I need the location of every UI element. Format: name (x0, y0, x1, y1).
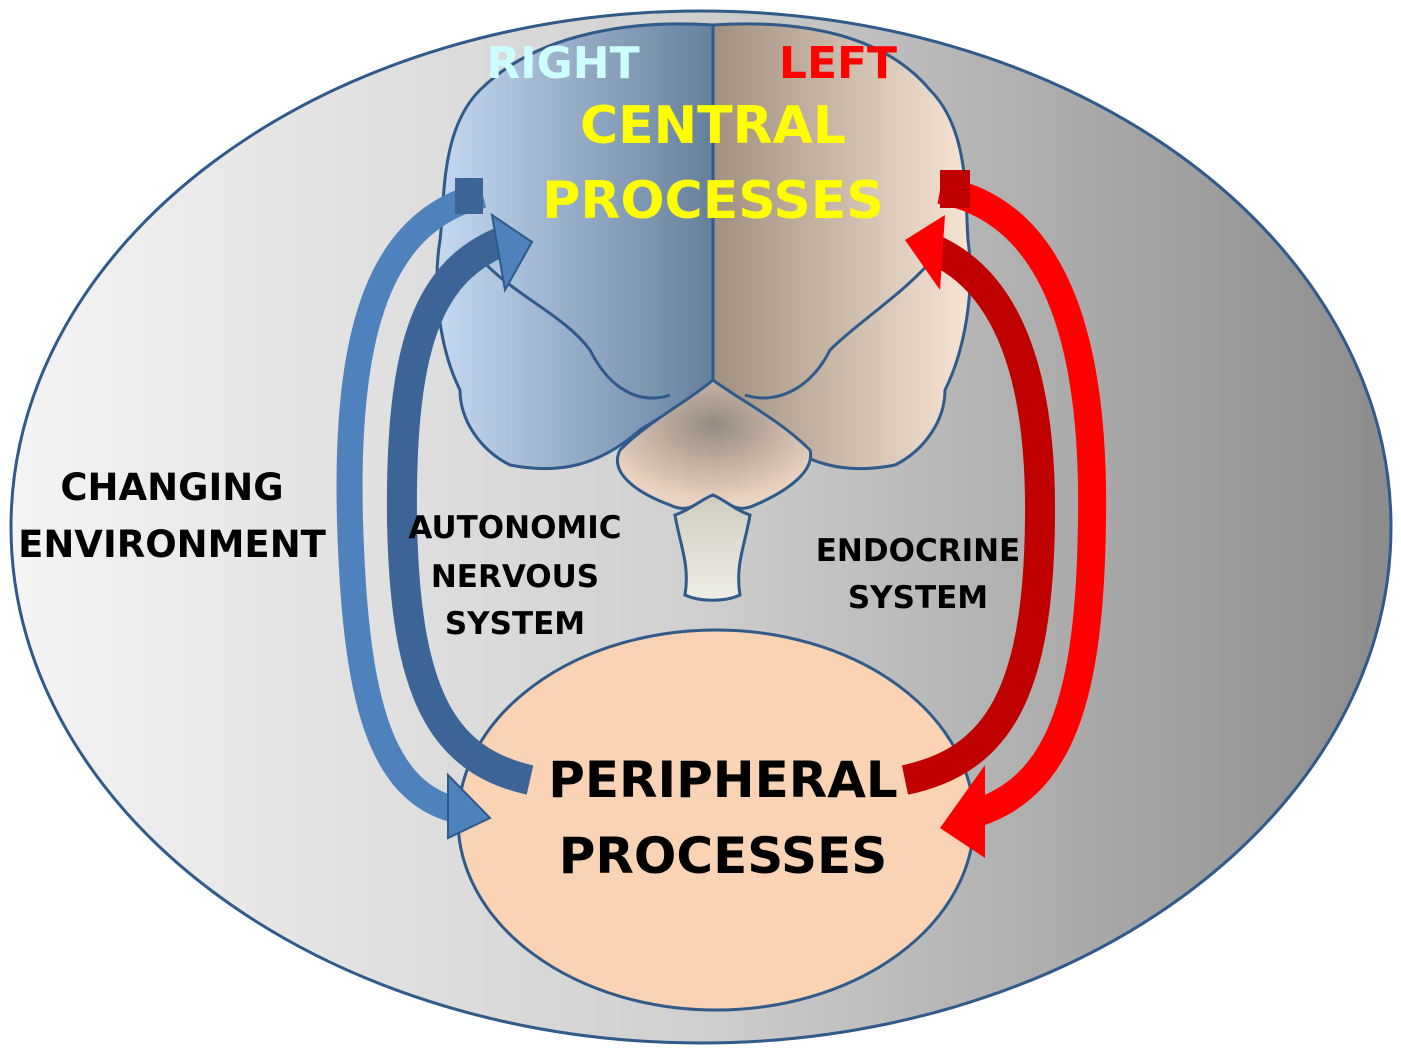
autonomic-arrow-descending (336, 182, 487, 823)
spinal-cord (673, 493, 752, 602)
peripheral-processes-line2: PROCESSES (559, 827, 887, 885)
central-processes-line1: CENTRAL (580, 96, 846, 156)
endocrine-arrow-tail-brain (940, 170, 970, 208)
autonomic-arrowhead-peripheral (447, 772, 492, 840)
right-temporal-lobe-outline (468, 244, 671, 400)
endocrine-label-line2: SYSTEM (848, 580, 988, 616)
endocrine-arrowhead-brain (905, 215, 945, 290)
brain (435, 22, 972, 602)
endocrine-arrowhead-peripheral (940, 765, 985, 858)
autonomic-arrowhead-brain (490, 212, 534, 293)
peripheral-processes-line1: PERIPHERAL (548, 751, 898, 809)
endocrine-arrow-ascending (901, 236, 1056, 795)
changing-environment-line2: ENVIRONMENT (18, 523, 327, 566)
endocrine-arrows (901, 170, 1107, 858)
left-label: LEFT (779, 38, 897, 89)
right-label: RIGHT (486, 38, 639, 89)
endocrine-label-line1: ENDOCRINE (816, 533, 1020, 569)
autonomic-arrows (336, 178, 534, 840)
autonomic-label-line1: AUTONOMIC (408, 510, 621, 546)
peripheral-processes-ellipse (456, 628, 976, 1012)
changing-environment-line1: CHANGING (60, 466, 283, 509)
left-temporal-lobe-outline (744, 249, 942, 400)
autonomic-label-line3: SYSTEM (445, 606, 585, 642)
central-processes-line2: PROCESSES (542, 171, 884, 231)
autonomic-arrow-ascending (386, 226, 534, 795)
autonomic-label-line2: NERVOUS (431, 559, 599, 595)
right-hemisphere (435, 22, 715, 471)
autonomic-arrow-tail-brain (455, 178, 483, 214)
endocrine-arrow-descending (937, 176, 1107, 829)
